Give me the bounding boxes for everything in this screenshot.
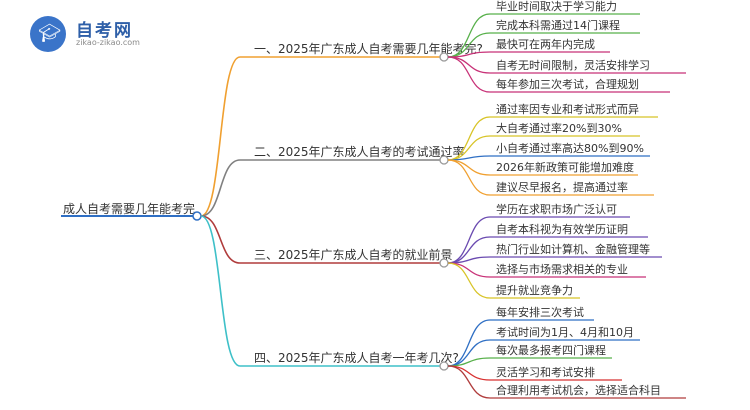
leaf-label: 灵活学习和考试安排 (496, 365, 595, 379)
branch-connector (200, 159, 241, 217)
logo-name: 自考网 (76, 21, 133, 41)
leaf-connector (447, 159, 491, 196)
leaf-connector (447, 262, 491, 299)
leaf-label: 热门行业如计算机、金融管理等 (496, 242, 650, 256)
leaf-label: 学历在求职市场广泛认可 (496, 202, 617, 216)
leaf-label: 每年参加三次考试，合理规划 (496, 77, 639, 91)
branch-node (439, 258, 449, 268)
leaf-connector (447, 56, 491, 93)
root-node (192, 211, 202, 221)
leaf-connector (447, 56, 491, 74)
leaf-label: 选择与市场需求相关的专业 (496, 262, 628, 276)
leaf-label: 完成本科需通过14门课程 (496, 18, 620, 32)
branch-label: 四、2025年广东成人自考一年考几次? (254, 351, 459, 365)
leaf-connector (447, 365, 491, 381)
leaf-label: 每次最多报考四门课程 (496, 343, 606, 357)
logo-badge: 🎓︎ (30, 16, 66, 52)
leaf-label: 自考本科视为有效学历证明 (496, 222, 628, 236)
branch-connector (200, 56, 241, 217)
branch-label: 二、2025年广东成人自考的考试通过率 (254, 144, 465, 159)
leaf-label: 每年安排三次考试 (496, 305, 584, 319)
graduation-cap-icon: 🎓︎ (38, 23, 61, 44)
leaf-label: 小自考通过率高达80%到90% (496, 141, 644, 155)
leaf-label: 自考无时间限制，灵活安排学习 (496, 58, 650, 72)
branch-label: 三、2025年广东成人自考的就业前景 (254, 247, 453, 262)
branch-label: 一、2025年广东成人自考需要几年能考完? (254, 41, 483, 56)
leaf-connector (447, 365, 491, 399)
branch-node (439, 52, 449, 62)
leaf-label: 提升就业竞争力 (496, 283, 573, 297)
site-logo[interactable]: 🎓︎ 自考网 zikao-zikao.com (30, 14, 180, 54)
leaf-label: 通过率因专业和考试形式而异 (496, 102, 639, 116)
root-label: 成人自考需要几年能考完 (63, 201, 195, 216)
leaf-connector (447, 216, 491, 264)
branch-connector (200, 215, 241, 264)
leaf-label: 2026年新政策可能增加难度 (496, 160, 634, 174)
leaf-label: 最快可在两年内完成 (496, 37, 595, 51)
leaf-connector (447, 262, 491, 278)
branch-node (439, 155, 449, 165)
leaf-label: 合理利用考试机会，选择适合科目 (496, 383, 661, 397)
branch-node (439, 361, 449, 371)
leaf-connector (447, 159, 491, 176)
leaf-label: 大自考通过率20%到30% (496, 121, 622, 135)
logo-url: zikao-zikao.com (76, 38, 140, 47)
leaf-label: 毕业时间取决于学习能力 (496, 0, 617, 13)
leaf-label: 考试时间为1月、4月和10月 (496, 326, 634, 339)
leaf-label: 建议尽早报名，提高通过率 (496, 180, 628, 194)
branch-connector (200, 215, 241, 367)
